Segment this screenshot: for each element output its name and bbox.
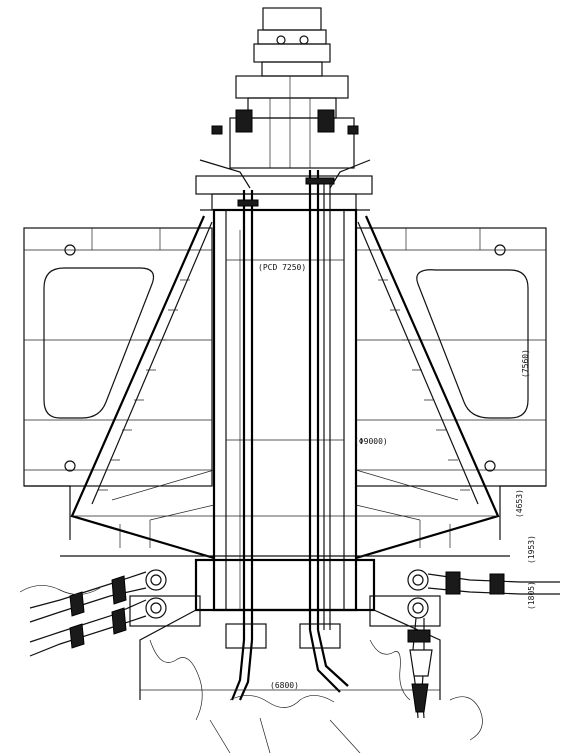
dim-1953-label: (1953)	[527, 535, 536, 564]
turret-cone	[60, 215, 510, 560]
seabed-contours	[19, 585, 483, 753]
turret-casing-top	[195, 175, 373, 211]
dim-4653-label: (4653)	[515, 489, 524, 518]
dim-7560-label: (7560)	[521, 349, 530, 378]
chain-table	[129, 558, 441, 700]
dimension-labels: (PCD 7250) (Φ9000) (7560) (4653) (1953) …	[258, 263, 536, 690]
hull-structure-right	[355, 227, 547, 540]
risers	[230, 170, 349, 701]
swivel-stack	[199, 7, 371, 189]
hull-structure-left	[23, 227, 213, 540]
chain-stoppers-right	[407, 569, 560, 719]
dim-6800-label: (6800)	[270, 681, 299, 690]
dim-pcd-label: (PCD 7250)	[258, 263, 306, 272]
dim-1805-label: (1805)	[527, 581, 536, 610]
dim-dia-9000-label: (Φ9000)	[354, 437, 388, 446]
chain-stoppers-left	[29, 569, 167, 657]
